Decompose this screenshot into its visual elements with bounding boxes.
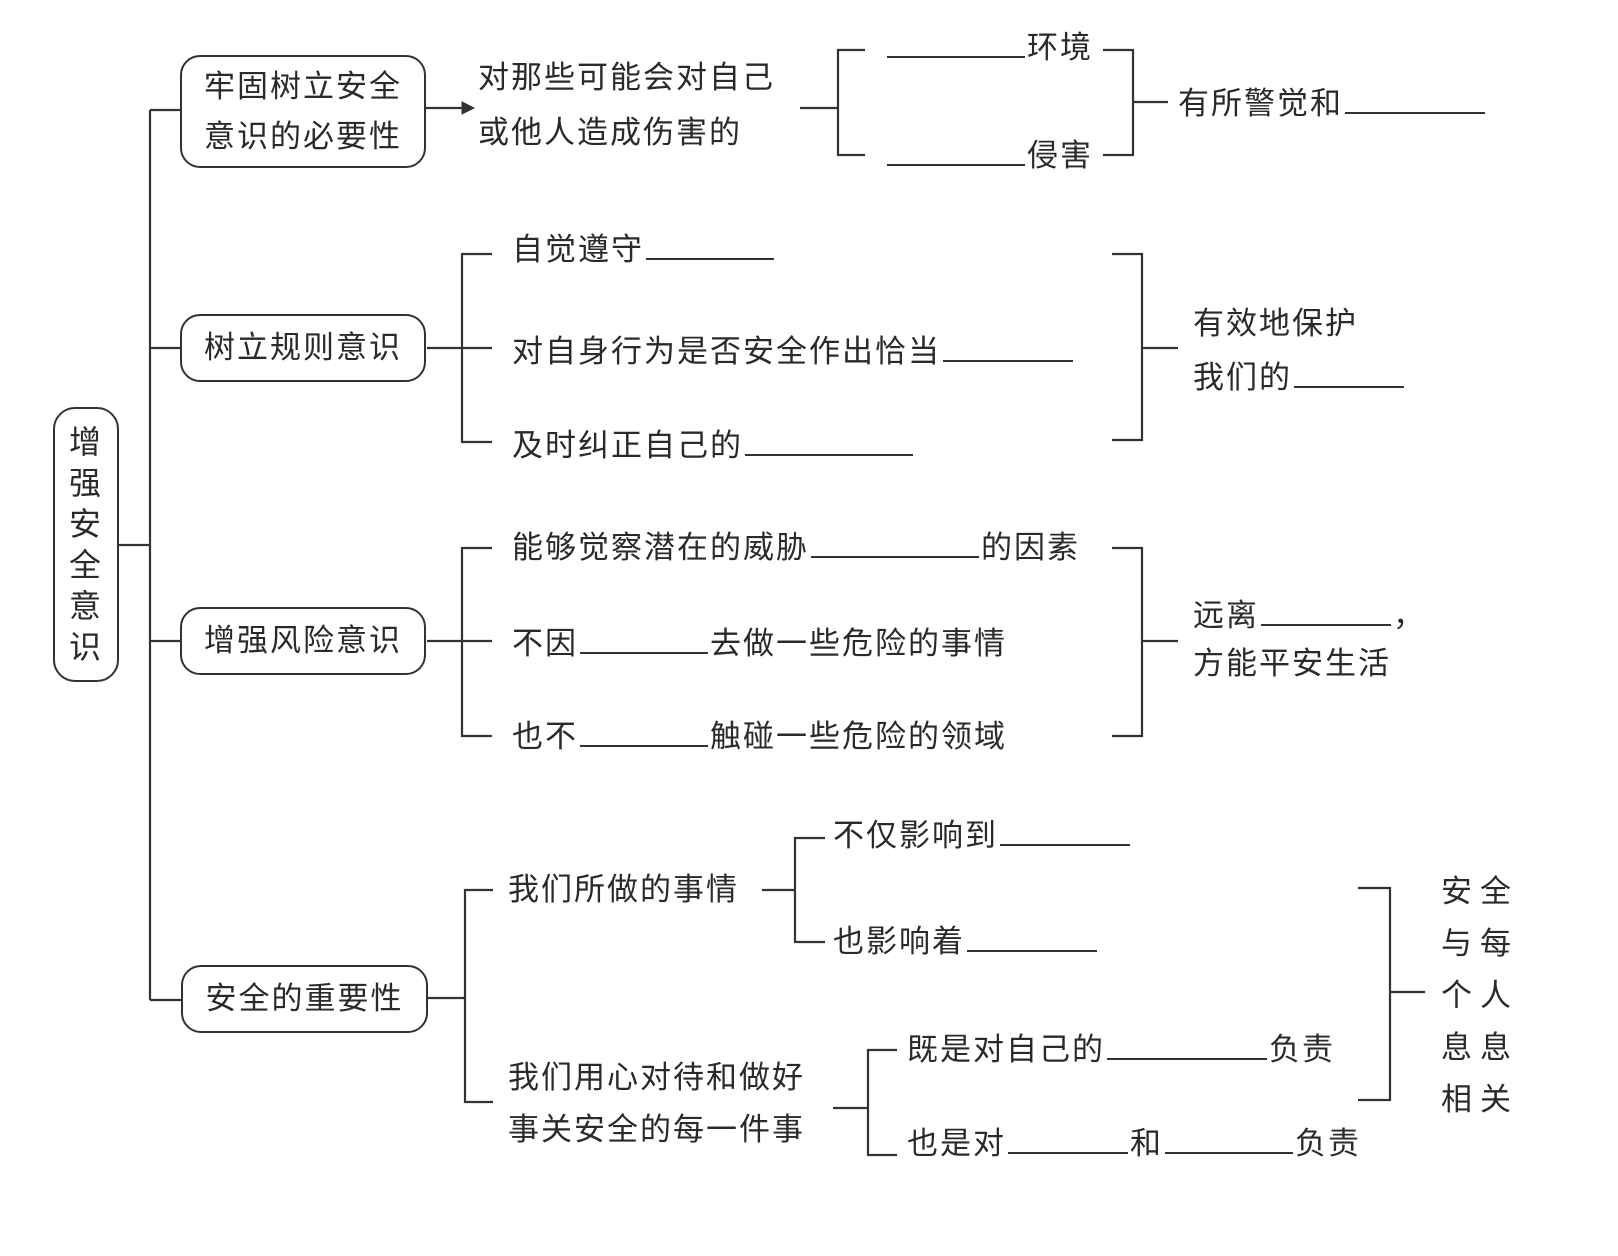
bracket-b3-right	[1112, 546, 1144, 738]
branch-2-conclusion-line1: 有效地保护	[1193, 306, 1358, 342]
fill-in-blank[interactable]	[580, 715, 708, 747]
branch-4-group-1-item: 也影响着	[833, 920, 1099, 962]
branch-4-group-1-item: 不仅影响到	[833, 814, 1132, 856]
branch-node-necessity: 牢固树立安全 意识的必要性	[180, 55, 426, 168]
fill-in-blank[interactable]	[1165, 1122, 1293, 1154]
fill-in-blank[interactable]	[887, 134, 1025, 166]
root-node: 增 强 安 全 意 识	[53, 407, 119, 682]
root-char: 全	[68, 545, 103, 584]
fill-in-blank[interactable]	[1294, 356, 1404, 388]
root-char: 意	[68, 586, 103, 625]
branch-title-line: 牢固树立安全	[204, 68, 402, 105]
branch-3-conclusion-line2: 方能平安生活	[1193, 646, 1391, 682]
branch-2-conclusion-line2: 我们的	[1193, 356, 1406, 398]
branch-node-importance: 安全的重要性	[181, 965, 428, 1033]
branch-4-group-1-lead: 我们所做的事情	[508, 872, 739, 908]
branch-title: 安全的重要性	[205, 981, 404, 1017]
bracket-b4g1	[793, 836, 825, 944]
branch-2-item: 及时纠正自己的	[512, 424, 915, 466]
fill-in-blank[interactable]	[943, 330, 1073, 362]
arrow-head-icon	[461, 101, 476, 115]
bracket-b1-left	[836, 48, 865, 157]
fill-in-blank[interactable]	[745, 424, 913, 456]
branch-title-line: 意识的必要性	[204, 118, 402, 155]
branch-1-conclusion: 有所警觉和	[1178, 82, 1487, 124]
fill-in-blank[interactable]	[811, 526, 979, 558]
branch-3-item: 不因去做一些危险的事情	[512, 622, 1007, 664]
branch-3-item: 能够觉察潜在的威胁的因素	[512, 526, 1080, 568]
bracket-b1-right	[1103, 48, 1135, 157]
branch-2-item: 对自身行为是否安全作出恰当	[512, 330, 1075, 372]
fill-in-blank[interactable]	[1008, 1122, 1128, 1154]
branch-2-item: 自觉遵守	[512, 228, 776, 270]
bracket-b4-right	[1358, 886, 1392, 1102]
branch-3-conclusion-line1: 远离，	[1193, 594, 1426, 636]
branch-4-group-2-lead-line: 我们用心对待和做好	[508, 1060, 805, 1096]
fill-in-blank[interactable]	[1107, 1028, 1267, 1060]
branch-4-conclusion: 安全 与每 个人 息息 相关	[1441, 874, 1519, 1118]
branch-node-rules: 树立规则意识	[180, 314, 426, 382]
bracket-b2-right	[1112, 252, 1144, 442]
root-char: 强	[68, 463, 103, 502]
branch-1-lead-line: 对那些可能会对自己	[478, 60, 775, 96]
bracket-b4g2	[866, 1048, 897, 1157]
root-char: 安	[68, 504, 103, 543]
branch-title: 增强风险意识	[204, 623, 402, 659]
branch-title: 树立规则意识	[204, 330, 402, 366]
branch-4-group-2-item: 既是对自己的负责	[907, 1028, 1335, 1070]
branch-4-group-2-lead-line: 事关安全的每一件事	[508, 1112, 805, 1148]
branch-3-item: 也不触碰一些危险的领域	[512, 715, 1007, 757]
branch-1-lead-line: 或他人造成伤害的	[478, 115, 742, 151]
branch-1-item: 环境	[885, 26, 1093, 68]
fill-in-blank[interactable]	[887, 26, 1025, 58]
branch-node-risk: 增强风险意识	[180, 607, 426, 675]
fill-in-blank[interactable]	[967, 920, 1097, 952]
fill-in-blank[interactable]	[646, 228, 774, 260]
fill-in-blank[interactable]	[1261, 594, 1391, 626]
fill-in-blank[interactable]	[580, 622, 708, 654]
fill-in-blank[interactable]	[1000, 814, 1130, 846]
root-char: 增	[68, 422, 103, 461]
fill-in-blank[interactable]	[1345, 82, 1485, 114]
branch-1-item: 侵害	[885, 134, 1093, 176]
branch-4-group-2-item: 也是对和负责	[907, 1122, 1361, 1164]
root-char: 识	[68, 627, 103, 666]
bracket-b4-left	[463, 888, 493, 1104]
